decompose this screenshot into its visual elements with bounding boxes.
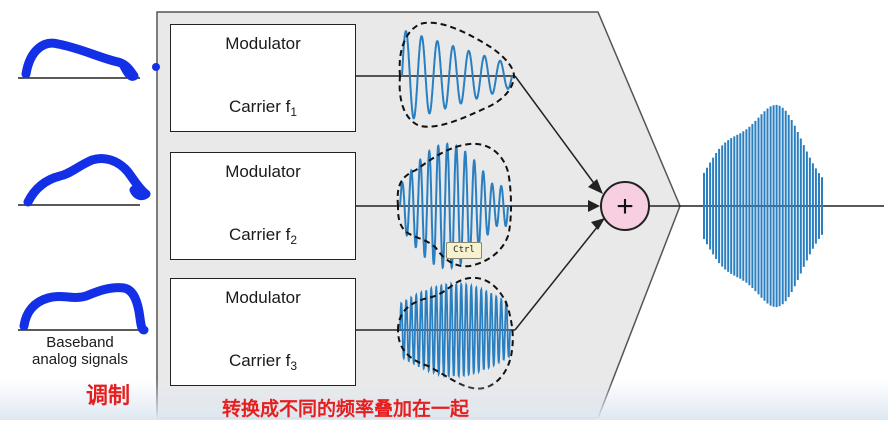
bottom-fade: [0, 380, 888, 420]
baseband-label-line-2: analog signals: [32, 351, 128, 368]
carrier-label-3: Carrier f3: [228, 351, 298, 374]
arrow-shaft-1: [514, 75, 597, 187]
arrowhead-1: [588, 179, 603, 194]
modulated-wave-1: [401, 29, 513, 120]
modulator-box-3: Modulator Carrier f3: [170, 278, 356, 386]
modulated-wave-2: [399, 142, 509, 271]
modulator-title-3: Modulator: [225, 288, 301, 307]
ink-dot: [152, 63, 160, 71]
modulator-box-1: Modulator Carrier f1: [170, 24, 356, 132]
envelope-3: [396, 276, 514, 390]
combine-annotation: 转换成不同的频率叠加在一起: [222, 398, 470, 420]
modulator-title-2: Modulator: [225, 162, 301, 181]
summer-plus: +: [616, 190, 634, 223]
envelope-2: [396, 142, 512, 268]
modulator-box-2: Modulator Carrier f2: [170, 152, 356, 260]
arrow-shaft-3: [514, 225, 599, 331]
arrowhead-2: [588, 200, 600, 212]
envelope-1: [398, 21, 516, 128]
carrier-label-1: Carrier f1: [228, 97, 298, 120]
mod-1-trace: [401, 29, 513, 120]
modulation-annotation: 调制: [86, 384, 131, 409]
arrowhead-3: [591, 218, 605, 230]
baseband-scribble-2: [23, 154, 151, 207]
carrier-label-2: Carrier f2: [228, 225, 298, 248]
baseband-label: Baseband analog signals: [14, 334, 146, 368]
ctrl-tooltip: Ctrl: [446, 242, 482, 259]
mod-2-trace: [399, 142, 509, 271]
modulator-title-1: Modulator: [225, 34, 301, 53]
baseband-label-line-1: Baseband: [46, 334, 114, 351]
baseband-scribble-1: [21, 38, 139, 81]
combined-fdm-signal: [703, 104, 823, 308]
baseband-scribble-3: [19, 283, 149, 335]
